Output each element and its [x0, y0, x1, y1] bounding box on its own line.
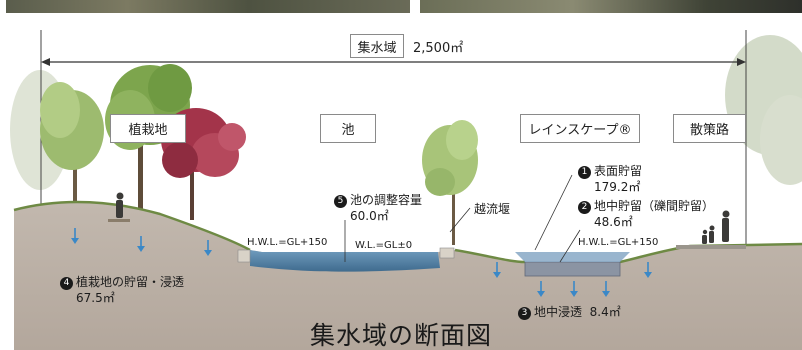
path-pavement	[676, 245, 746, 249]
leader-weir	[449, 207, 471, 233]
hwl-pond-label: H.W.L.=GL+150	[247, 237, 328, 248]
marker-2-icon: 2	[578, 201, 591, 214]
marker-3-icon: 3	[518, 307, 531, 320]
weir-tree	[422, 120, 478, 245]
pond-capacity-value: 60.0㎡	[350, 209, 389, 223]
rainscape-water	[515, 252, 630, 262]
dimension-arrow-left	[41, 58, 50, 66]
catchment-label: 集水域	[350, 34, 404, 58]
surface-storage-value: 179.2㎡	[594, 180, 641, 194]
zone-path: 散策路	[673, 114, 746, 143]
people-silhouettes	[116, 192, 730, 244]
marker-5-icon: 5	[334, 195, 347, 208]
surface-storage-label: 表面貯留	[594, 164, 643, 178]
photo-strip-left	[6, 0, 410, 13]
infiltration-arrows	[71, 228, 652, 297]
leader-surface	[534, 174, 573, 251]
zone-pond: 池	[320, 114, 376, 143]
dimension-arrow-right	[737, 58, 746, 66]
underground-storage-label: 地中貯留（礫間貯留）	[594, 199, 715, 213]
planting-storage-label: 植栽地の貯留・浸透	[76, 275, 185, 289]
hwl-rainscape-label: H.W.L.=GL+150	[578, 237, 659, 248]
gravel-storage	[524, 261, 621, 277]
zone-planting: 植栽地	[110, 114, 186, 143]
infiltration-value: 8.4㎡	[589, 305, 621, 319]
planting-storage-value: 67.5㎡	[76, 291, 115, 305]
infiltration-label: 地中浸透	[534, 305, 583, 319]
marker-4-icon: 4	[60, 277, 73, 290]
grass-edge	[13, 200, 251, 252]
catchment-area: 2,500㎡	[413, 41, 464, 56]
underground-storage-value: 48.6㎡	[594, 215, 633, 229]
marker-1-icon: 1	[578, 166, 591, 179]
pond-capacity-label: 池の調整容量	[350, 193, 423, 207]
wl-pond-label: W.L.=GL±0	[355, 240, 413, 251]
weir-label: 越流堰	[474, 202, 511, 216]
leader-underground	[559, 229, 581, 263]
ground-section	[14, 202, 802, 350]
diagram-title: 集水域の断面図	[309, 321, 492, 350]
zone-rainscape: レインスケープ®	[520, 114, 640, 143]
photo-strip-right	[420, 0, 802, 13]
